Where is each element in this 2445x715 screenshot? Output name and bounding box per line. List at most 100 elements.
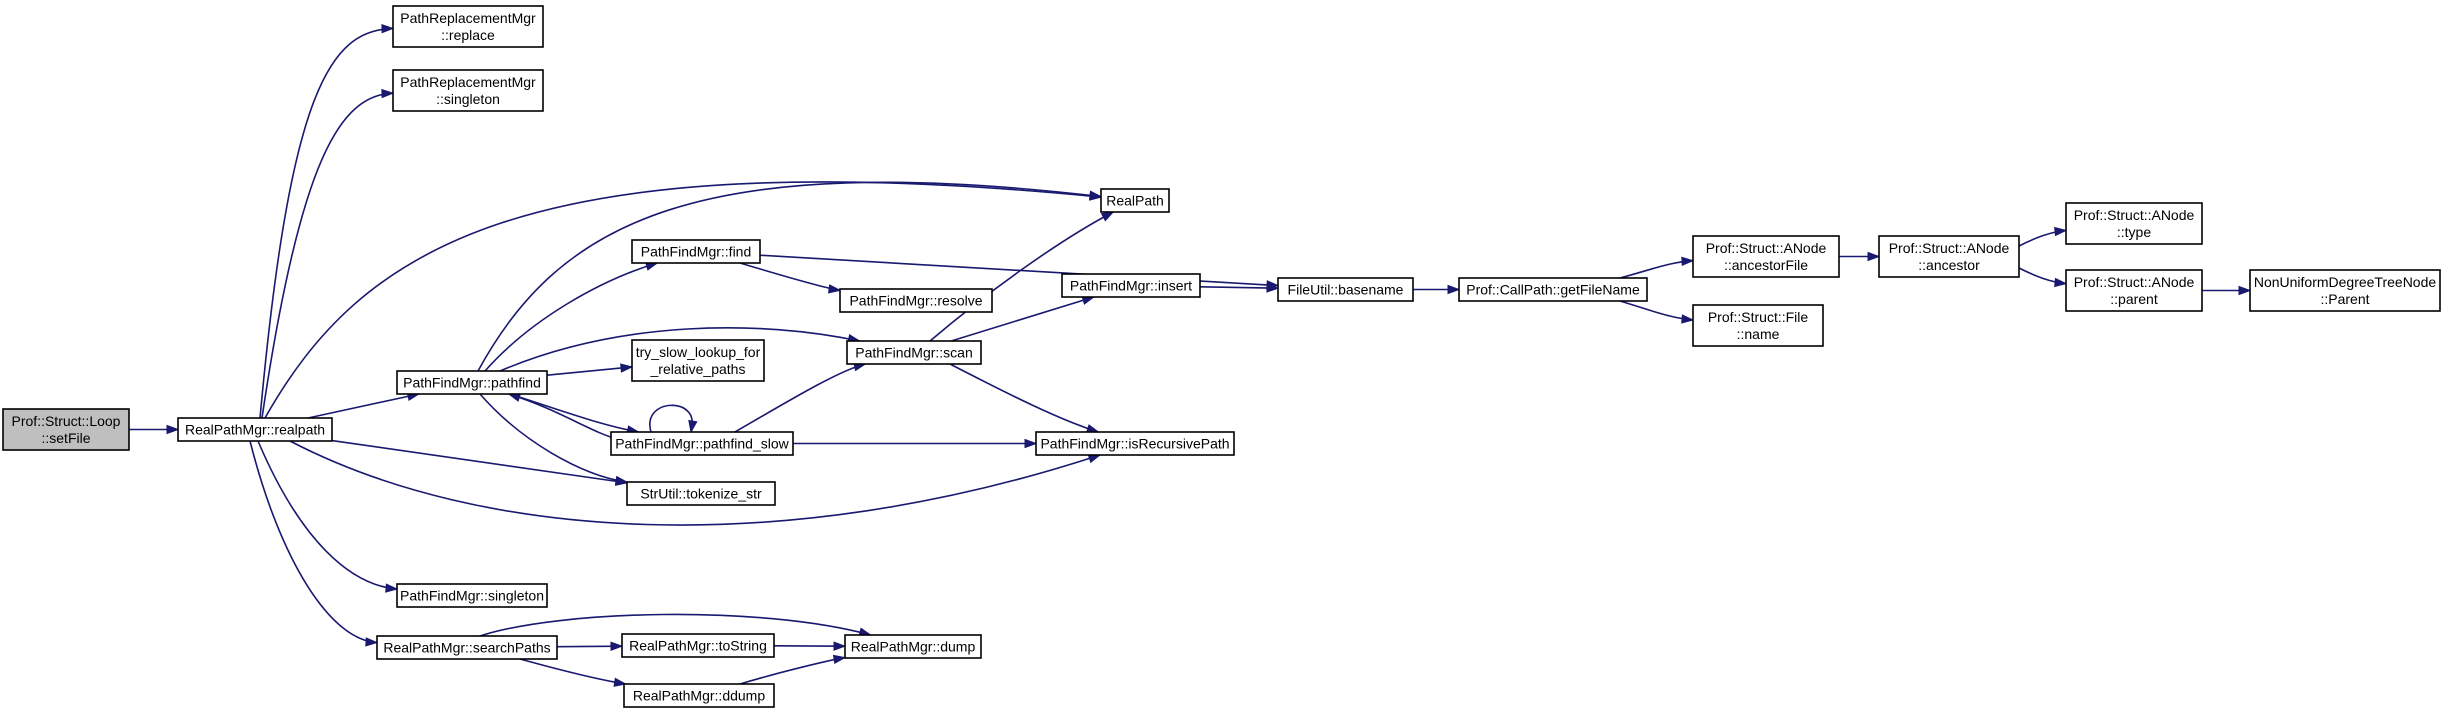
node-label-line: PathFindMgr::pathfind_slow: [615, 436, 789, 452]
edge-line: [259, 27, 394, 419]
edge-line: [499, 327, 860, 372]
node-label-line: Prof::Struct::ANode: [2074, 207, 2195, 223]
node-basename[interactable]: FileUtil::basename: [1277, 277, 1414, 302]
node-label-line: ::Parent: [2320, 291, 2369, 307]
edge-realpath_mgr-to-pfm_singleton: [257, 440, 399, 593]
edge-arrowhead: [827, 284, 842, 294]
node-label-line: PathFindMgr::pathfind: [403, 375, 541, 391]
node-box: [392, 69, 544, 112]
edge-arrowhead: [381, 88, 395, 99]
node-prm-singleton[interactable]: PathReplacementMgr::singleton: [392, 69, 544, 112]
node-label-line: PathReplacementMgr: [400, 74, 536, 90]
node-box: [2065, 269, 2203, 312]
edge-pfm_pathfind-to-try_slow: [546, 363, 634, 376]
edge-pfm_pathfind_slow-to-pfm_pathfind_slow: [649, 404, 698, 434]
node-prm-replace[interactable]: PathReplacementMgr::replace: [392, 5, 544, 48]
edge-arrowhead: [1024, 438, 1038, 449]
node-type[interactable]: Prof::Struct::ANode::type: [2065, 202, 2203, 245]
edge-parent-to-nudt_parent: [2202, 285, 2252, 296]
node-label-line: FileUtil::basename: [1288, 282, 1404, 298]
edge-pfm_scan-to-pfm_isrecursive: [949, 363, 1100, 434]
edge-realpath_mgr-to-prm_replace: [259, 23, 395, 419]
node-pfm-pathfind-slow[interactable]: PathFindMgr::pathfind_slow: [610, 431, 794, 456]
node-label-line: ::setFile: [41, 430, 90, 446]
node-pfm-resolve[interactable]: PathFindMgr::resolve: [839, 288, 993, 313]
node-pfm-insert[interactable]: PathFindMgr::insert: [1061, 273, 1201, 298]
node-pfm-isrecursive[interactable]: PathFindMgr::isRecursivePath: [1035, 431, 1235, 456]
node-parent[interactable]: Prof::Struct::ANode::parent: [2065, 269, 2203, 312]
edge-pfm_find-to-pfm_resolve: [739, 262, 842, 294]
edge-line: [739, 656, 846, 685]
edge-arrowhead: [1681, 314, 1695, 324]
edge-rpm_ddump-to-rpm_dump: [739, 654, 847, 685]
node-tokenize[interactable]: StrUtil::tokenize_str: [626, 481, 776, 506]
node-pfm-find[interactable]: PathFindMgr::find: [631, 239, 761, 264]
node-box: [839, 288, 993, 313]
node-box: [626, 481, 776, 506]
node-label-line: PathFindMgr::resolve: [849, 293, 982, 309]
node-rpm-ddump[interactable]: RealPathMgr::ddump: [623, 683, 775, 708]
edge-line: [509, 393, 639, 433]
node-rpm-tostring[interactable]: RealPathMgr::toString: [621, 633, 775, 658]
node-ancestor[interactable]: Prof::Struct::ANode::ancestor: [1878, 235, 2020, 278]
edge-arrowhead: [1681, 256, 1695, 267]
node-box: [610, 431, 794, 456]
node-label-line: ::ancestor: [1918, 257, 1980, 273]
node-label-line: PathFindMgr::singleton: [400, 588, 544, 604]
node-label-line: StrUtil::tokenize_str: [640, 486, 762, 502]
edge-line: [289, 440, 1101, 526]
edge-line: [257, 440, 398, 590]
edge-line: [929, 211, 1114, 342]
node-label-line: ::parent: [2110, 291, 2158, 307]
node-pfm-singleton[interactable]: PathFindMgr::singleton: [396, 583, 548, 608]
node-pfm-pathfind[interactable]: PathFindMgr::pathfind: [396, 370, 548, 395]
edge-line: [649, 404, 693, 433]
node-box: [1878, 235, 2020, 278]
node-label-line: ::replace: [441, 27, 495, 43]
node-label-line: Prof::Struct::ANode: [1889, 240, 2010, 256]
edge-pfm_pathfind-to-pfm_find: [484, 261, 659, 372]
edge-getfilename-to-file_name: [1619, 300, 1695, 324]
edge-line: [331, 439, 628, 484]
node-label-line: Prof::Struct::ANode: [1706, 240, 1827, 256]
node-box: [1692, 235, 1840, 278]
node-box: [2249, 269, 2441, 312]
node-rpm-dump[interactable]: RealPathMgr::dump: [844, 634, 982, 659]
node-realpath-mgr[interactable]: RealPathMgr::realpath: [177, 417, 333, 442]
edge-line: [477, 181, 1102, 372]
node-realpath[interactable]: RealPath: [1100, 188, 1170, 213]
edge-line: [546, 366, 633, 376]
edge-basename-to-getfilename: [1413, 284, 1461, 295]
node-ancestorfile[interactable]: Prof::Struct::ANode::ancestorFile: [1692, 235, 1840, 278]
node-label-line: PathFindMgr::find: [641, 244, 752, 260]
node-pfm-scan[interactable]: PathFindMgr::scan: [846, 340, 982, 365]
node-box: [396, 583, 548, 608]
edge-pfm_pathfind-to-realpath: [477, 181, 1103, 372]
edge-ancestor-to-type: [2018, 226, 2068, 247]
node-label-line: ::type: [2117, 224, 2151, 240]
node-rpm-searchpaths[interactable]: RealPathMgr::searchPaths: [376, 635, 558, 660]
node-nudt-parent[interactable]: NonUniformDegreeTreeNode::Parent: [2249, 269, 2441, 312]
node-file-name[interactable]: Prof::Struct::File::name: [1692, 304, 1824, 347]
edge-arrowhead: [2054, 277, 2068, 288]
node-getfilename[interactable]: Prof::CallPath::getFileName: [1458, 277, 1648, 302]
edge-line: [479, 393, 628, 483]
node-box: [2065, 202, 2203, 245]
edge-arrowhead: [2054, 226, 2068, 237]
node-box: [1692, 304, 1824, 347]
node-box: [177, 417, 333, 442]
node-label-line: _relative_paths: [650, 361, 746, 377]
node-loop-setfile[interactable]: Prof::Struct::Loop::setFile: [2, 408, 130, 451]
node-box: [376, 635, 558, 660]
node-try-slow[interactable]: try_slow_lookup_for_relative_paths: [631, 339, 765, 382]
node-box: [392, 5, 544, 48]
node-label-line: PathReplacementMgr: [400, 10, 536, 26]
node-label-line: try_slow_lookup_for: [636, 344, 761, 360]
edge-realpath_mgr-to-rpm_searchpaths: [249, 440, 379, 647]
node-label-line: Prof::Struct::Loop: [12, 413, 121, 429]
edge-pfm_insert-to-basename: [1199, 283, 1280, 293]
edge-arrowhead: [2238, 285, 2252, 296]
edge-arrowhead: [688, 419, 698, 434]
edge-arrowhead: [381, 23, 395, 34]
node-box: [2, 408, 130, 451]
